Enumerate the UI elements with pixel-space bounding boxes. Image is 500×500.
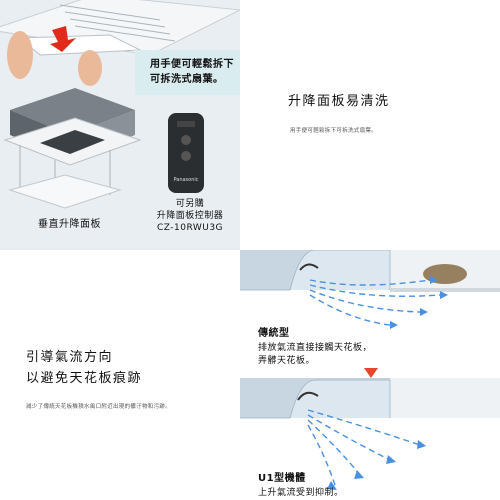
caption-line1: 用手便可輕鬆拆下 (150, 59, 234, 70)
traditional-flow-arrows (309, 279, 441, 326)
airflow-diagram (240, 250, 500, 490)
vertical-panel-label: 垂直升降面板 (38, 219, 101, 230)
traditional-line2: 弄髒天花板。 (258, 356, 316, 366)
easy-clean-title: 升降面板易清洗 (288, 94, 390, 109)
right-hand-image (78, 50, 102, 86)
airflow-title-line1: 引導氣流方向 (26, 350, 114, 365)
caption-line2: 可拆洗式扇葉。 (150, 74, 224, 85)
traditional-name: 傳統型 (258, 328, 290, 339)
u1-flow-arrows (307, 409, 421, 486)
controller-caption-line1: 可另購 (175, 199, 205, 209)
airflow-section: 引導氣流方向 以避免天花板痕跡 減少了傳統天花板機積水風口附近出現的髒汙物和污跡… (0, 250, 240, 500)
u1-name: U1型機體 (258, 473, 306, 484)
remote-brand-label: Panasonic (173, 177, 199, 183)
airflow-comparison: 傳統型 排放氣流直接接觸天花板， 弄髒天花板。 U1型機體 上升氣流受到抑制。 (240, 250, 500, 500)
down-arrow-icon (50, 26, 76, 52)
ceiling-stain-icon (423, 264, 467, 284)
easy-clean-section: 升降面板易清洗 用手便可輕鬆拆下可拆洗式扇葉。 (240, 0, 500, 250)
airflow-title-line2: 以避免天花板痕跡 (26, 371, 143, 386)
u1-louver-icon (297, 391, 319, 401)
controller-caption-line3: CZ-10RWU3G (156, 223, 224, 233)
u1-line1: 上升氣流受到抑制。 (258, 488, 344, 498)
traditional-line1: 排放氣流直接接觸天花板， (258, 343, 373, 353)
product-photo-panel: Panasonic 用手便可輕鬆拆下 可拆洗式扇葉。 垂直升降面板 可另購 升降… (0, 0, 240, 250)
remote-controller-image: Panasonic (168, 113, 204, 193)
controller-caption-line2: 升降面板控制器 (156, 211, 224, 221)
marker-triangle-icon (364, 368, 378, 378)
cassette-unit-image (10, 88, 135, 135)
left-hand-image (7, 31, 33, 79)
louver-icon (299, 263, 319, 271)
airflow-description: 減少了傳統天花板機積水風口附近出現的髒汙物和污跡。 (26, 404, 172, 410)
easy-clean-description: 用手便可輕鬆拆下可拆洗式扇葉。 (290, 128, 378, 134)
